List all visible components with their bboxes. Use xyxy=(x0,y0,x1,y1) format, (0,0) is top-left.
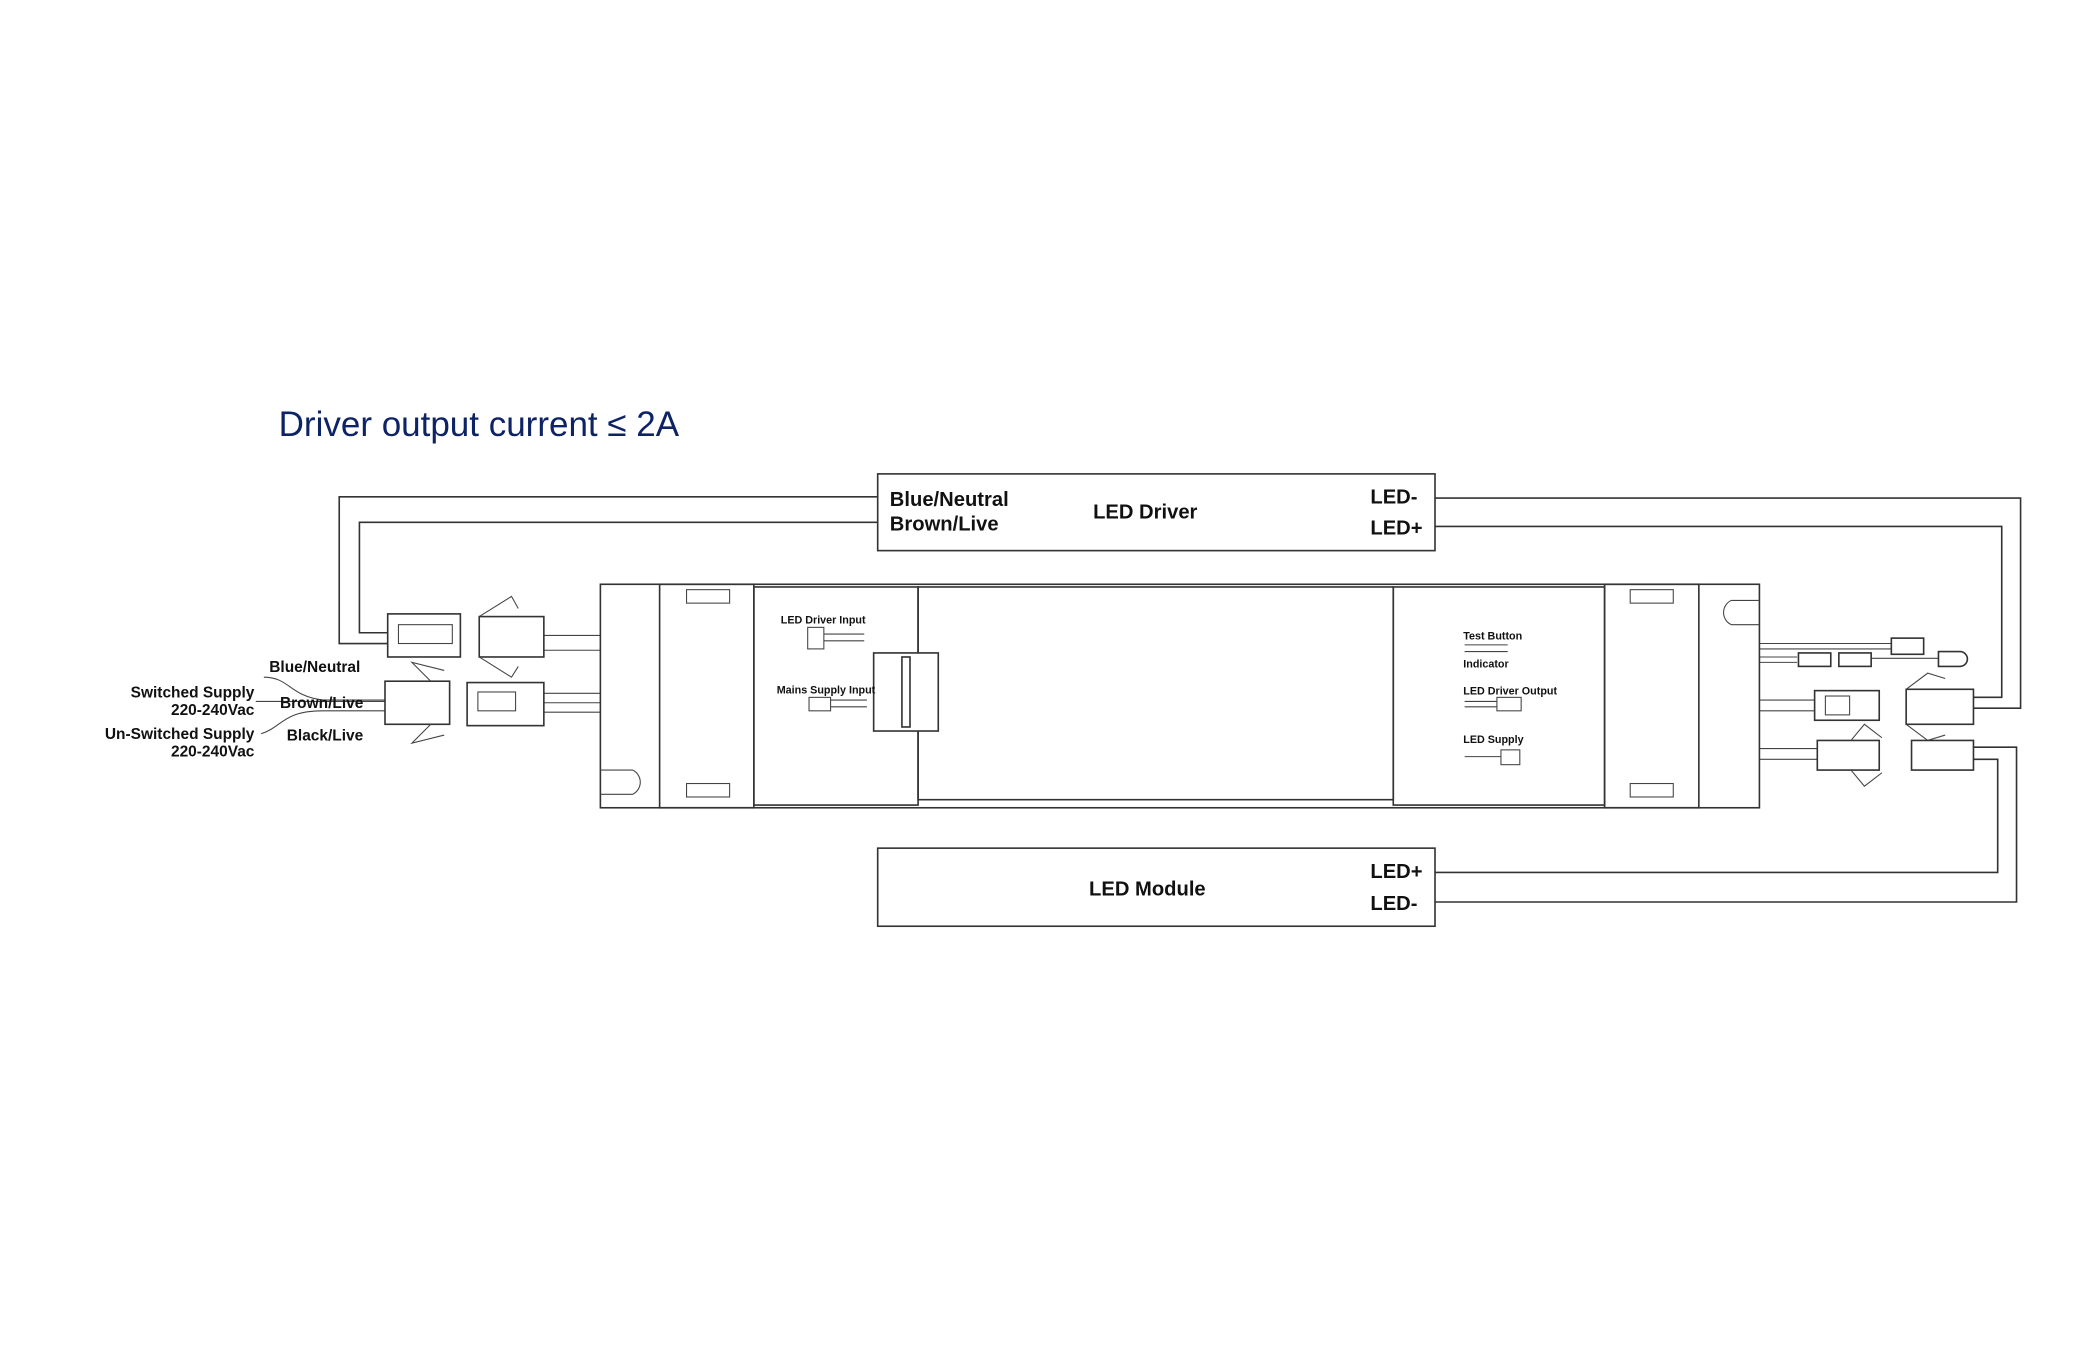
label-black-live: Black/Live xyxy=(287,727,364,744)
driver-input-live: Brown/Live xyxy=(890,513,999,535)
emergency-unit-body: LED Driver Input Mains Supply Input Test… xyxy=(599,583,1761,809)
led-driver-box: Blue/Neutral Brown/Live LED Driver LED- … xyxy=(876,473,1436,552)
label-unswitched-voltage: 220-240Vac xyxy=(171,744,255,761)
label-switched-voltage: 220-240Vac xyxy=(171,702,255,719)
module-in-plus: LED+ xyxy=(1370,861,1422,883)
label-test-button: Test Button xyxy=(1463,630,1522,642)
diagram-title: Driver output current ≤ 2A xyxy=(279,405,680,444)
driver-out-plus: LED+ xyxy=(1370,517,1422,539)
label-switched-supply: Switched Supply xyxy=(131,684,255,701)
connectors xyxy=(384,595,1975,787)
label-blue-neutral: Blue/Neutral xyxy=(269,659,360,676)
label-indicator: Indicator xyxy=(1463,659,1509,671)
label-mains-supply-input: Mains Supply Input xyxy=(777,684,876,696)
led-driver-label: LED Driver xyxy=(1093,501,1197,523)
label-led-driver-output: LED Driver Output xyxy=(1463,686,1557,698)
led-module-box: LED Module LED+ LED- xyxy=(876,847,1436,928)
supply-labels: Blue/Neutral Brown/Live Black/Live Switc… xyxy=(105,659,364,761)
label-unswitched-supply: Un-Switched Supply xyxy=(105,726,255,743)
indicator-led-icon xyxy=(1937,650,1969,668)
module-in-minus: LED- xyxy=(1370,893,1417,915)
driver-input-neutral: Blue/Neutral xyxy=(890,489,1009,511)
label-brown-live: Brown/Live xyxy=(280,695,364,712)
test-button-icon xyxy=(1890,637,1925,656)
label-led-supply: LED Supply xyxy=(1463,734,1523,746)
driver-out-minus: LED- xyxy=(1370,487,1417,509)
led-module-label: LED Module xyxy=(1089,878,1206,900)
label-led-driver-input: LED Driver Input xyxy=(781,614,866,626)
